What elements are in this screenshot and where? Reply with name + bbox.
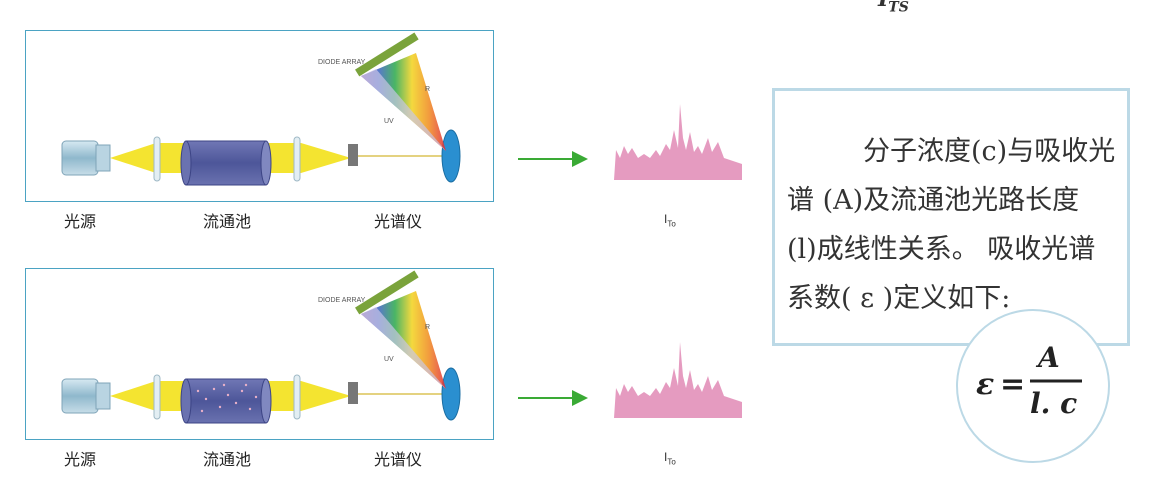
formula: ε = A l. c: [976, 341, 1082, 420]
label-flow-cell: 流通池: [203, 212, 252, 231]
light-source-icon: [61, 378, 99, 414]
spectrum-chart: [614, 104, 742, 180]
light-beam: [110, 381, 196, 411]
lens-icon: [153, 136, 161, 182]
signal-label: ITo: [664, 212, 676, 229]
formula-denominator: l. c: [1030, 387, 1077, 420]
light-source-icon: [61, 140, 99, 176]
formula-epsilon: ε: [976, 367, 994, 402]
signal-label: ITo: [664, 450, 676, 467]
flow-cell-icon: [185, 140, 267, 186]
label-spectrometer: 光谱仪: [374, 450, 423, 469]
r-label: R: [425, 324, 430, 331]
description-text: 分子浓度(c)与吸收光谱 (A)及流通池光路长度 (l)成线性关系。 吸收光谱系…: [787, 136, 1116, 314]
panel-sample: DIODE ARRAY R UV: [25, 268, 494, 440]
label-flow-cell: 流通池: [203, 450, 252, 469]
uv-label: UV: [384, 118, 394, 125]
spectrum-chart: [614, 342, 742, 418]
uv-label: UV: [384, 356, 394, 363]
diode-array-label: DIODE ARRAY: [318, 297, 366, 304]
label-light-source: 光源: [64, 450, 97, 469]
grating-icon: [441, 367, 461, 421]
diode-array-icon: [355, 32, 419, 77]
formula-circle: ε = A l. c: [956, 309, 1110, 463]
label-spectrometer: 光谱仪: [374, 212, 423, 231]
arrow-icon: [518, 151, 588, 167]
diode-array-label: DIODE ARRAY: [318, 59, 366, 66]
description-box: 分子浓度(c)与吸收光谱 (A)及流通池光路长度 (l)成线性关系。 吸收光谱系…: [772, 88, 1130, 346]
flow-cell-icon: [185, 378, 267, 424]
formula-equals: =: [1000, 367, 1025, 402]
grating-icon: [441, 129, 461, 183]
its-label: ITS: [878, 0, 909, 16]
slit-icon: [348, 382, 358, 404]
slit-icon: [348, 144, 358, 166]
sample-particles: [196, 383, 258, 413]
lens-icon: [153, 374, 161, 420]
diode-array-icon: [355, 270, 419, 315]
lens-icon: [293, 374, 301, 420]
light-beam: [110, 143, 196, 173]
panel-reference: DIODE ARRAY R UV: [25, 30, 494, 202]
r-label: R: [425, 86, 430, 93]
optical-setup-diagram: DIODE ARRAY R UV: [61, 32, 461, 186]
arrow-icon: [518, 390, 588, 406]
label-light-source: 光源: [64, 212, 97, 231]
optical-setup-diagram: DIODE ARRAY R UV: [61, 270, 461, 424]
lens-icon: [293, 136, 301, 182]
formula-numerator: A: [1035, 341, 1060, 374]
